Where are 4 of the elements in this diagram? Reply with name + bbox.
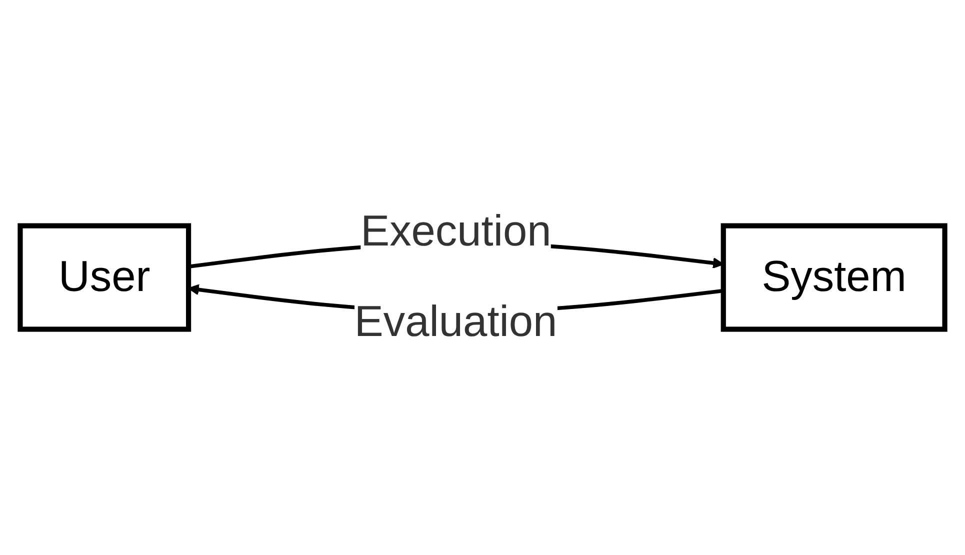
node-box: User (18, 223, 192, 332)
node-box: System (720, 223, 948, 332)
edge-label: Execution (360, 207, 552, 256)
edge-label: Evaluation (354, 298, 558, 346)
